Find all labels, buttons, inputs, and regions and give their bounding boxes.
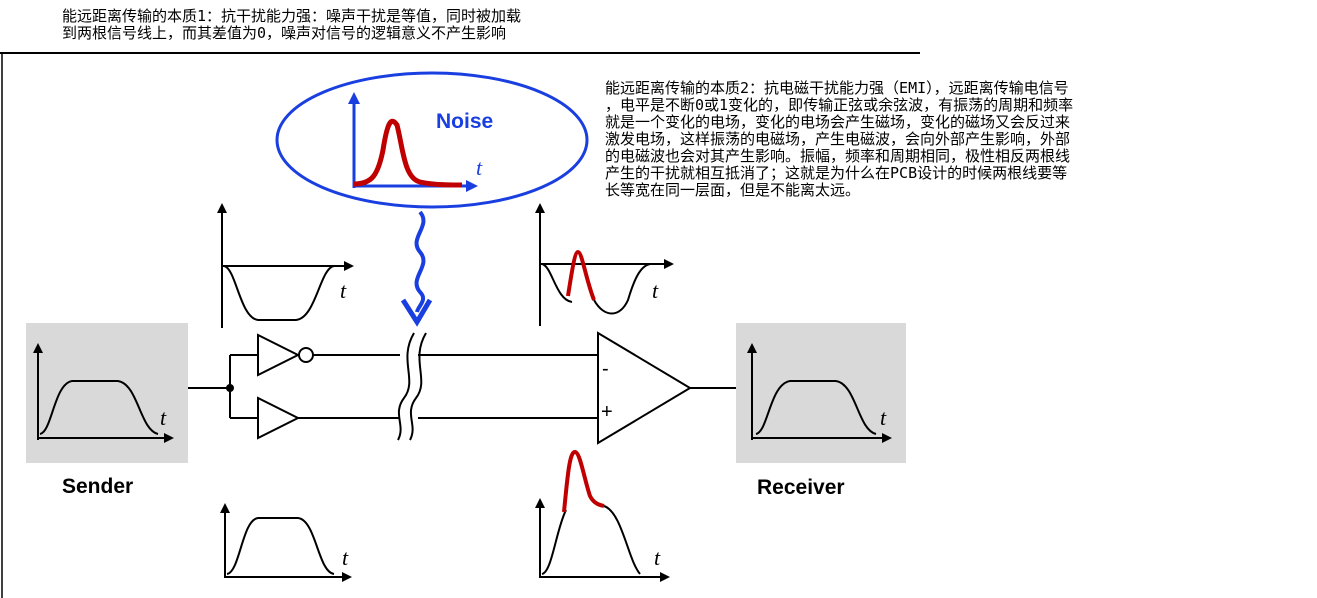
waveform-noninverted-noisy: t [535, 449, 670, 582]
noninverted-axis-t: t [342, 545, 349, 570]
noise-on-noninverted [562, 449, 605, 513]
sender-box [26, 323, 188, 463]
inverted-noisy-axis-t: t [652, 278, 659, 303]
caption-right: 能远距离传输的本质2：抗电磁干扰能力强（EMI），远距离传输电信号 ，电平是不断… [605, 80, 1305, 199]
noise-pulse [353, 118, 463, 188]
amp-minus: - [602, 358, 609, 380]
receiver-waveform [755, 380, 877, 435]
inverted-axis-t: t [340, 278, 347, 303]
receiver-amplifier [597, 331, 692, 445]
circuit [188, 331, 736, 445]
inverter-bubble [298, 347, 314, 363]
caption-top: 能远距离传输的本质1：抗干扰能力强：噪声干扰是等值，同时被加载 到两根信号线上，… [62, 8, 521, 42]
receiver-block: t Receiver [736, 323, 906, 499]
receiver-box [736, 323, 906, 463]
noise-ellipse [275, 71, 589, 209]
noise-label: Noise [436, 110, 493, 133]
noninverted-noisy-axis-t: t [654, 545, 661, 570]
sender-waveform [39, 380, 159, 435]
noise-axis-t: t [476, 155, 483, 180]
sender-label: Sender [62, 475, 133, 498]
noise-panel: Noise t [275, 71, 589, 209]
inverting-driver [257, 333, 301, 377]
receiver-axis-t: t [880, 405, 887, 430]
receiver-label: Receiver [757, 476, 845, 499]
noninverting-driver [257, 396, 301, 440]
waveform-inverted-noisy: t [535, 203, 674, 326]
sender-block: t Sender [26, 323, 188, 498]
amp-plus: + [601, 401, 613, 423]
caption-top-line1: 能远距离传输的本质1：抗干扰能力强：噪声干扰是等值，同时被加载 [62, 7, 522, 25]
noise-on-inverted [566, 249, 596, 301]
sender-axis-t: t [160, 405, 167, 430]
noise-arrow [400, 210, 433, 327]
caption-top-line2: 到两根信号线上，而其差值为0，噪声对信号的逻辑意义不产生影响 [62, 24, 507, 42]
cable-break [397, 332, 427, 441]
waveform-noninverted: t [220, 503, 352, 582]
waveform-inverted: t [217, 203, 354, 328]
